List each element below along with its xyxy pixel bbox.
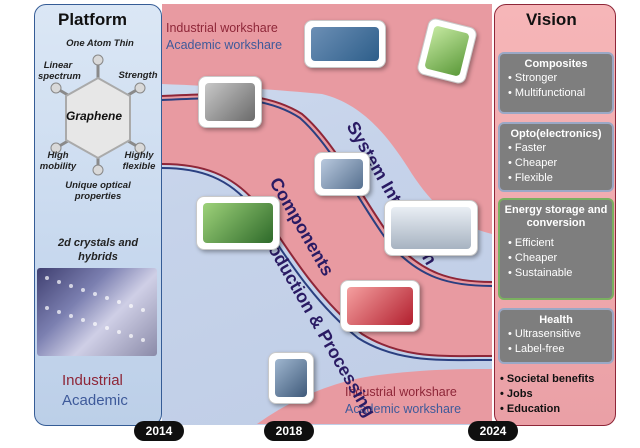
platform-industrial-label: Industrial bbox=[62, 372, 123, 389]
year-2024: 2024 bbox=[468, 421, 518, 441]
list-item: Flexible bbox=[500, 171, 612, 186]
platform-academic-label: Academic bbox=[62, 392, 128, 409]
crystals-label: 2d crystals and hybrids bbox=[57, 237, 139, 263]
industrial-band-bottom bbox=[257, 369, 492, 424]
industrial-band-top bbox=[162, 4, 492, 234]
list-item: Cheaper bbox=[500, 156, 612, 171]
aircraft-and-car-image bbox=[384, 200, 478, 256]
top-academic-workshare: Academic workshare bbox=[166, 38, 283, 52]
list-item: Ultrasensitive bbox=[500, 327, 612, 342]
property-linear-spectrum: Linear spectrum bbox=[38, 60, 81, 82]
top-industrial-workshare: Industrial workshare bbox=[166, 21, 278, 35]
property-strength: Strength bbox=[118, 70, 158, 81]
property-high-mobility: High mobility bbox=[39, 150, 77, 172]
lab-equipment-image bbox=[198, 76, 262, 128]
year-2018: 2018 bbox=[264, 421, 314, 441]
vision-box-composites: Composites Stronger Multifunctional bbox=[498, 52, 614, 114]
year-2014: 2014 bbox=[134, 421, 184, 441]
vision-box-energy: Energy storage and conversion Efficient … bbox=[498, 198, 614, 300]
vision-box-title: Composites bbox=[524, 58, 588, 70]
list-item: Jobs bbox=[500, 387, 594, 402]
list-item: Sustainable bbox=[500, 266, 612, 281]
list-item: Cheaper bbox=[500, 251, 612, 266]
property-unique-optical: Unique optical properties bbox=[65, 180, 131, 202]
societal-list: Societal benefits Jobs Education bbox=[500, 372, 594, 417]
vision-box-title: Energy storage and conversion bbox=[504, 204, 608, 229]
vision-title: Vision bbox=[526, 10, 577, 29]
list-item: Label-free bbox=[500, 342, 612, 357]
list-item: Education bbox=[500, 402, 594, 417]
red-film-image bbox=[340, 280, 420, 332]
list-item: Multifunctional bbox=[500, 86, 612, 101]
phone-device-image bbox=[304, 20, 386, 68]
vision-box-title: Health bbox=[539, 314, 573, 326]
platform-title: Platform bbox=[58, 10, 127, 29]
property-highly-flexible: Highly flexible bbox=[122, 150, 156, 172]
crystal-lattice-image bbox=[37, 268, 157, 356]
list-item: Stronger bbox=[500, 71, 612, 86]
vision-box-optoelectronics: Opto(electronics) Faster Cheaper Flexibl… bbox=[498, 122, 614, 192]
property-one-atom-thin: One Atom Thin bbox=[66, 38, 134, 49]
bottom-industrial-workshare: Industrial workshare bbox=[345, 385, 457, 399]
graphene-label: Graphene bbox=[66, 109, 123, 123]
list-item: Faster bbox=[500, 141, 612, 156]
flexible-display-image bbox=[196, 196, 280, 250]
wafer-image bbox=[268, 352, 314, 404]
list-item: Societal benefits bbox=[500, 372, 594, 387]
vision-box-health: Health Ultrasensitive Label-free bbox=[498, 308, 614, 364]
list-item: Efficient bbox=[500, 236, 612, 251]
composite-material-image bbox=[314, 152, 370, 196]
bottom-academic-workshare: Academic workshare bbox=[345, 402, 462, 416]
graphene-molecule-icon bbox=[50, 54, 146, 176]
vision-box-title: Opto(electronics) bbox=[510, 128, 602, 140]
